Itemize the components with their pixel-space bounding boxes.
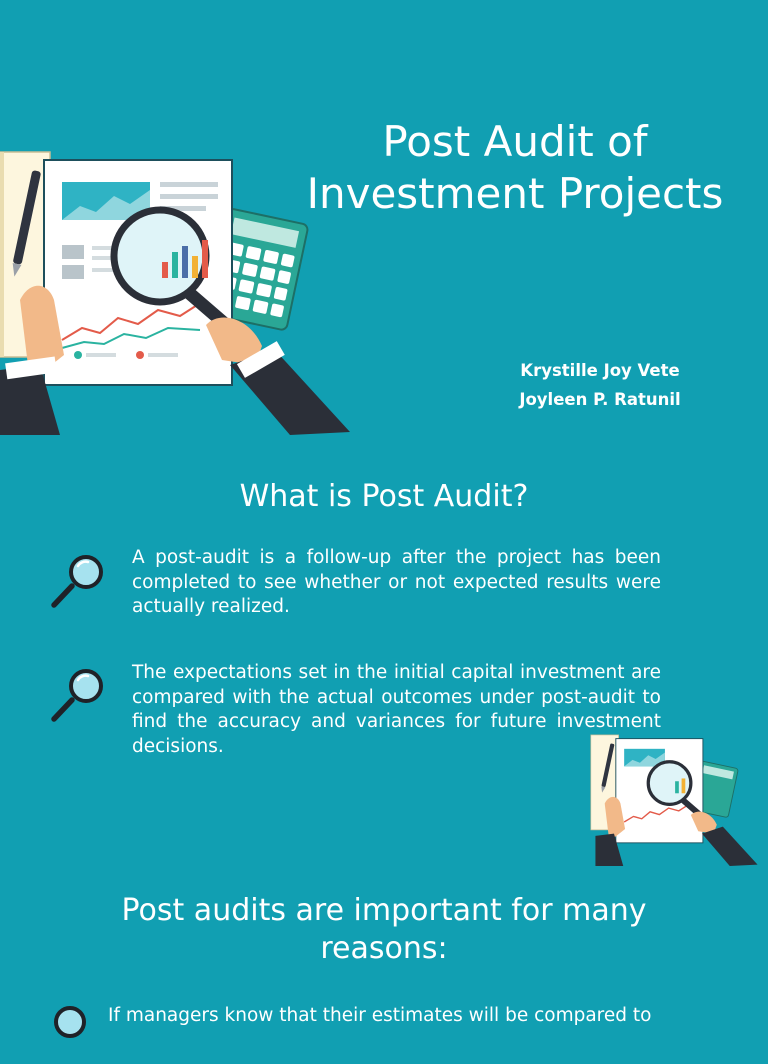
bullet-text: If managers know that their estimates wi… xyxy=(108,1005,652,1026)
slide-heading: Post audits are important for many reaso… xyxy=(121,893,647,966)
authors: Krystille Joy Vete Joyleen P. Ratunil xyxy=(480,356,720,414)
audit-illustration xyxy=(0,151,350,435)
bullet-text: A post-audit is a follow-up after the pr… xyxy=(132,547,661,617)
audit-illustration xyxy=(590,734,758,866)
bullet-text: The expectations set in the initial capi… xyxy=(132,662,661,757)
title-slide: Post Audit of Investment Projects Krysti… xyxy=(0,0,768,456)
author-name: Krystille Joy Vete xyxy=(520,361,680,380)
presentation-title: Post Audit of Investment Projects xyxy=(306,117,724,218)
magnifier-icon xyxy=(51,555,103,608)
magnifier-icon xyxy=(51,669,103,722)
slide-heading: What is Post Audit? xyxy=(239,479,529,514)
definition-slide: What is Post Audit? A post-audit is a fo… xyxy=(0,456,768,866)
importance-slide: Post audits are important for many reaso… xyxy=(0,866,768,1038)
magnifier-icon xyxy=(54,1006,86,1038)
author-name: Joyleen P. Ratunil xyxy=(519,390,681,409)
